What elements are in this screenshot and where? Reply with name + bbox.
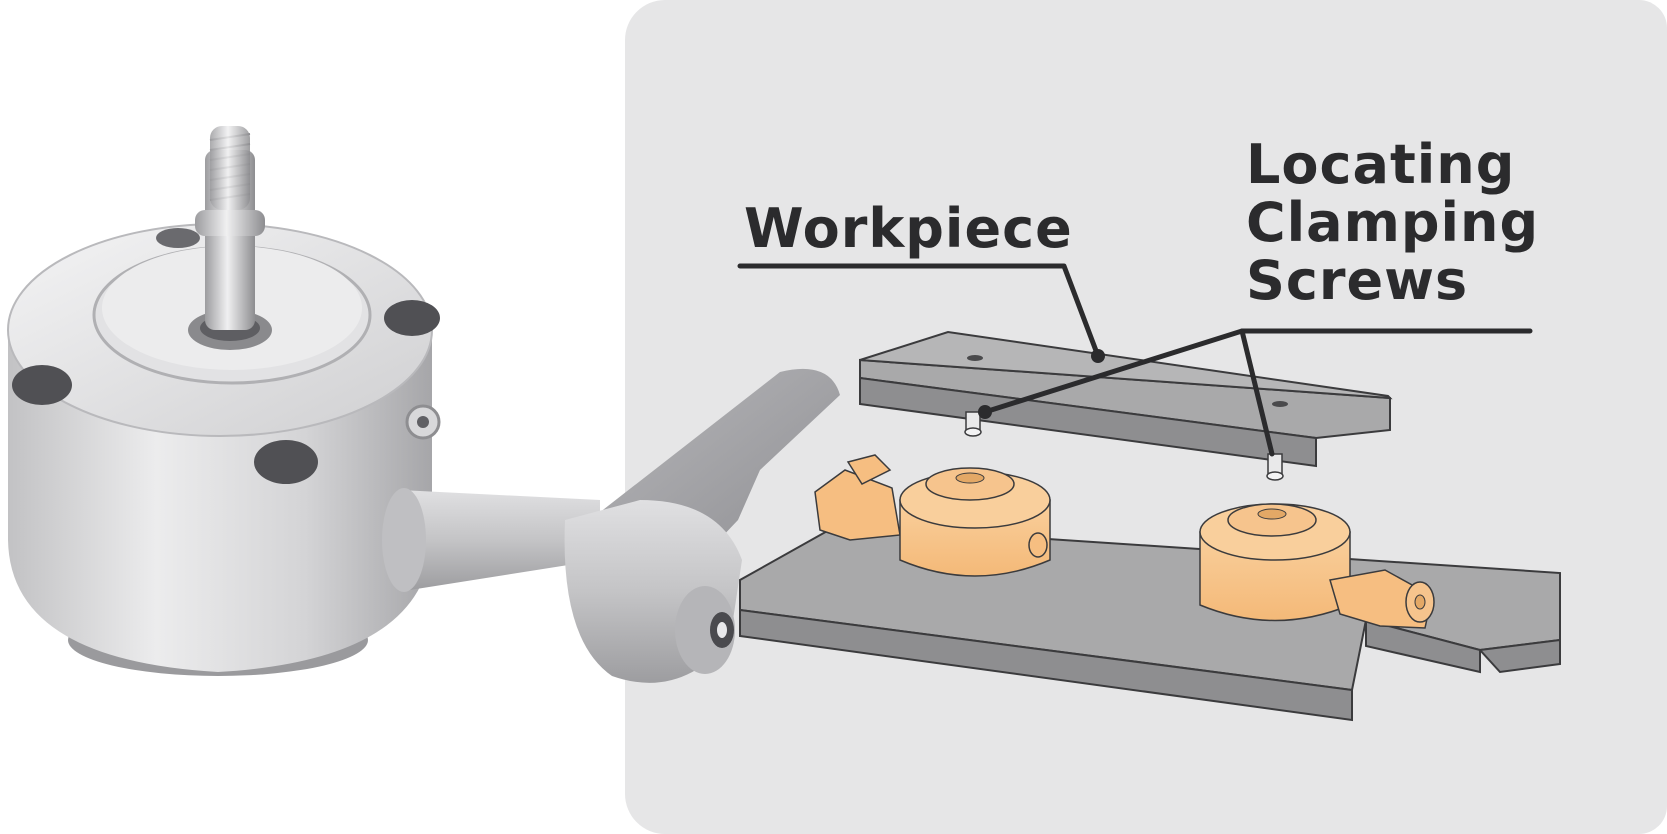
base-plate	[739, 523, 1561, 722]
mounting-hole-front	[254, 440, 318, 484]
locating-screw-right	[1266, 453, 1284, 481]
screws-label-line-2: Clamping	[1246, 191, 1540, 254]
workpiece-hole	[967, 355, 983, 361]
steel-clamp-photo	[7, 126, 840, 683]
locating-screw-left	[964, 411, 982, 437]
screws-label-line-3: Screws	[1246, 249, 1469, 312]
stud-collar	[195, 210, 265, 236]
screw-leader-dot	[978, 405, 992, 419]
mounting-hole-back	[156, 228, 200, 248]
workpiece-leader-dot	[1091, 349, 1105, 363]
handle-shaft	[397, 490, 600, 590]
orange-clamp-left-lever	[814, 469, 901, 541]
screws-label-line-1: Locating	[1246, 133, 1516, 196]
screw-leader-line-right	[1239, 328, 1275, 457]
leader-lines	[737, 263, 1533, 457]
workpiece-leader-line	[737, 263, 1101, 359]
orange-clamp-left	[814, 454, 1051, 577]
workpiece-label: Workpiece	[744, 197, 1073, 260]
mounting-hole-right	[384, 300, 440, 336]
orange-clamp-right	[1199, 503, 1435, 629]
mounting-hole-left	[12, 365, 72, 405]
workpiece-plate	[859, 330, 1393, 468]
locating-clamping-screws-label: Locating Clamping Screws	[1246, 136, 1539, 310]
orange-clamp-right-lever	[1329, 569, 1433, 629]
